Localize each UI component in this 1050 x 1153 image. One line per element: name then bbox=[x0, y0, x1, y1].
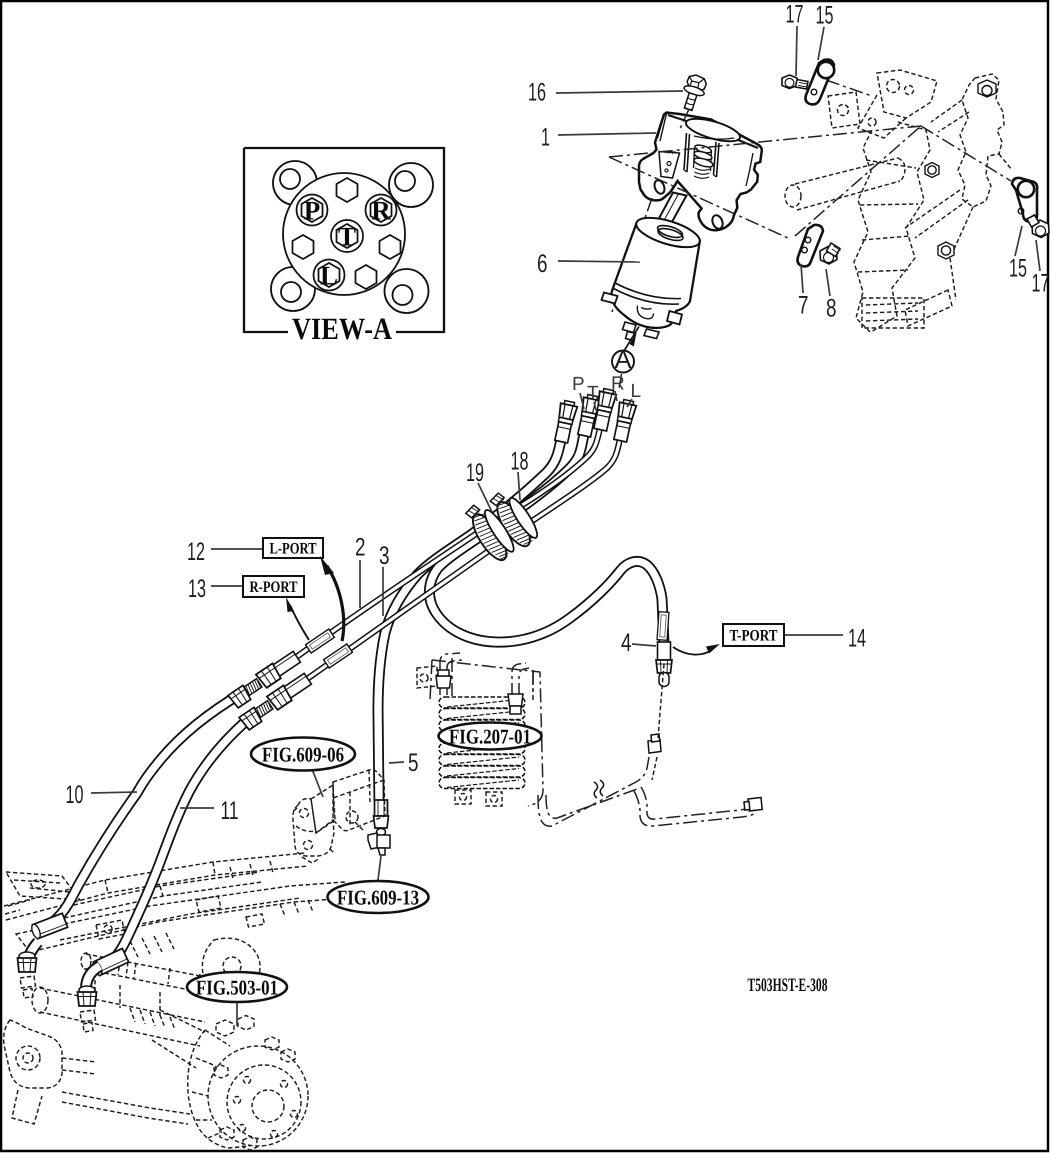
svg-text:T: T bbox=[338, 222, 356, 252]
svg-text:1: 1 bbox=[541, 124, 550, 152]
svg-text:FIG.503-01: FIG.503-01 bbox=[196, 976, 278, 1000]
svg-text:L: L bbox=[320, 261, 338, 291]
svg-text:FIG.609-13: FIG.609-13 bbox=[337, 886, 419, 910]
svg-text:P: P bbox=[304, 196, 321, 226]
svg-text:T: T bbox=[587, 383, 599, 404]
svg-text:R: R bbox=[611, 374, 625, 395]
svg-text:7: 7 bbox=[798, 292, 809, 320]
svg-text:5: 5 bbox=[408, 749, 419, 777]
svg-text:12: 12 bbox=[187, 538, 205, 566]
svg-text:6: 6 bbox=[537, 250, 548, 278]
svg-text:18: 18 bbox=[511, 448, 529, 476]
svg-text:A: A bbox=[614, 346, 631, 374]
svg-text:VIEW-A: VIEW-A bbox=[292, 311, 393, 346]
svg-text:FIG.609-06: FIG.609-06 bbox=[262, 743, 344, 767]
svg-text:T-PORT: T-PORT bbox=[730, 628, 778, 645]
svg-text:4: 4 bbox=[621, 629, 632, 657]
svg-text:R-PORT: R-PORT bbox=[250, 579, 298, 596]
svg-text:L: L bbox=[631, 381, 642, 402]
svg-text:L-PORT: L-PORT bbox=[270, 541, 317, 558]
svg-text:16: 16 bbox=[528, 79, 546, 107]
svg-text:17: 17 bbox=[786, 1, 804, 29]
svg-text:11: 11 bbox=[221, 797, 239, 825]
svg-text:10: 10 bbox=[66, 781, 84, 809]
svg-text:14: 14 bbox=[848, 625, 866, 653]
svg-text:R: R bbox=[371, 196, 391, 226]
svg-text:19: 19 bbox=[466, 459, 484, 487]
svg-text:13: 13 bbox=[188, 575, 206, 603]
svg-text:FIG.207-01: FIG.207-01 bbox=[449, 725, 531, 749]
svg-text:T503HST-E-308: T503HST-E-308 bbox=[748, 975, 828, 996]
svg-text:P: P bbox=[572, 374, 585, 395]
svg-text:3: 3 bbox=[379, 542, 390, 570]
svg-text:15: 15 bbox=[1009, 255, 1027, 283]
svg-text:15: 15 bbox=[816, 2, 834, 30]
svg-text:17: 17 bbox=[1032, 270, 1050, 298]
svg-text:8: 8 bbox=[826, 295, 837, 323]
svg-text:2: 2 bbox=[355, 534, 366, 562]
